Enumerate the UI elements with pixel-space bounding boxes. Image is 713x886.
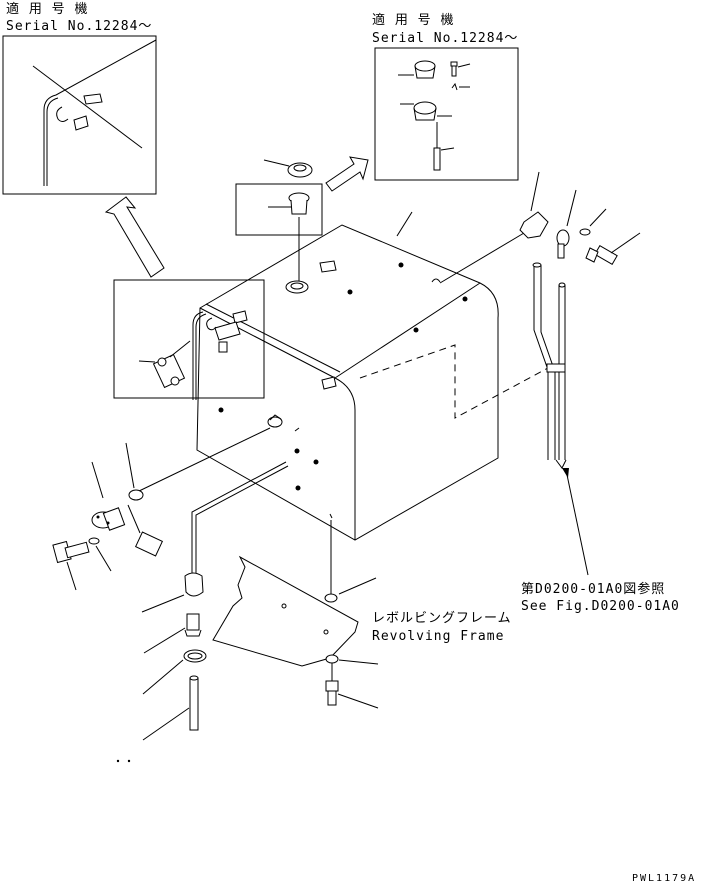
figure-ref-jp: 第D0200-01A0図参照 [521, 581, 665, 597]
top-hook [431, 278, 441, 283]
filler-port [285, 280, 309, 294]
cock-valve [91, 507, 126, 531]
elbow-fitting [519, 211, 549, 239]
gauge-port [267, 416, 283, 428]
cap-icon [414, 60, 436, 72]
cap-callout [235, 159, 323, 282]
top-bracket [319, 260, 337, 273]
pipe-end [555, 459, 567, 469]
plug-icon [134, 531, 164, 557]
gauge-detail-frame [113, 279, 265, 399]
inset-left-tank-corner [32, 39, 157, 186]
filler-cap-parts [398, 60, 471, 171]
washer-left [88, 537, 100, 545]
bracket-plate [83, 93, 103, 105]
revolving-frame-en: Revolving Frame [372, 629, 504, 644]
bolt-icon [594, 244, 618, 266]
drain-valve [184, 572, 204, 597]
drain-hose-icon [189, 677, 199, 731]
hydraulic-tank [196, 211, 549, 541]
washer-icon [579, 228, 591, 236]
arrow-left-inset [104, 196, 165, 278]
clip-plate [73, 115, 89, 131]
revolving-frame-jp: レボルビングフレーム [372, 611, 512, 626]
figure-ref-en: See Fig.D0200-01A0 [521, 599, 680, 614]
nipple-icon [186, 613, 200, 631]
breather-cap-icon [287, 162, 313, 178]
mount-washer-bottom [325, 654, 339, 664]
bolt-icon [451, 65, 457, 77]
hose-clamp-icon [183, 649, 207, 663]
sight-gauge [138, 340, 191, 389]
gauge-cap [128, 489, 144, 501]
revolving-frame-plate [212, 555, 359, 667]
cap-detail-frame [235, 183, 323, 236]
hook-icon [56, 106, 69, 122]
figure-reference: 第D0200-01A0図参照 See Fig.D0200-01A0 [521, 581, 680, 614]
inset-left-applicable-label: 適 用 号 機 [6, 1, 88, 17]
spring-icon [451, 82, 458, 91]
inset-left-frame [2, 35, 157, 195]
inset-right: 適 用 号 機 Serial No.12284～ [372, 12, 519, 181]
inset-right-serial-label: Serial No.12284～ [372, 31, 518, 46]
breather-pipe [439, 171, 641, 576]
side-bracket [321, 376, 337, 390]
strainer-rod-icon [433, 147, 441, 171]
level-gauge-parts [52, 427, 271, 591]
bolt-head [325, 680, 339, 692]
clip-hook-icon [206, 317, 217, 331]
drain-line [116, 461, 289, 763]
inset-left: 適 用 号 機 Serial No.12284～ [2, 1, 157, 195]
pipe-clamp [546, 363, 566, 373]
strainer-ring-icon [413, 101, 437, 115]
inset-right-frame [374, 47, 519, 181]
gauge-detail [113, 279, 265, 400]
mount-bolt-right [324, 520, 379, 709]
bolt-left [52, 540, 90, 591]
mount-washer-top [324, 593, 338, 603]
drawing-code: PWL1179A [632, 873, 696, 884]
inset-right-applicable-label: 適 用 号 機 [372, 12, 454, 28]
revolving-frame-label: レボルビングフレーム Revolving Frame [372, 611, 512, 644]
inset-left-serial-label: Serial No.12284～ [6, 19, 152, 34]
arrow-right-inset [325, 156, 369, 192]
